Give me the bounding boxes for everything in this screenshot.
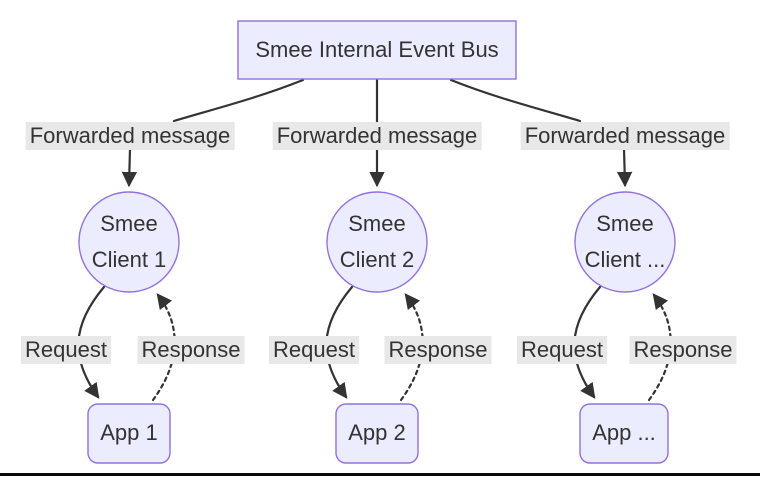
edge-forwarded3-arrow (616, 147, 633, 188)
app-3-label: App ... (592, 420, 656, 445)
forwarded-message-label-2: Forwarded message (272, 122, 482, 150)
response-label-1: Response (137, 336, 245, 364)
smee-client-3-line2: Client ... (584, 247, 666, 272)
forwarded-message-label-3: Forwarded message (520, 122, 730, 150)
response-label-3: Response (629, 336, 737, 364)
smee-client-2-label: Smee Client 2 (340, 206, 415, 278)
bottom-divider (0, 473, 760, 476)
request-label-3: Request (517, 336, 607, 364)
smee-client-3-node (574, 191, 676, 293)
edge-bus-to-client3 (449, 78, 582, 123)
app-3-node (579, 403, 669, 464)
smee-client-3-line1: Smee (596, 211, 654, 236)
request-label-1: Request (21, 336, 111, 364)
event-bus-node (237, 20, 517, 80)
event-bus-label: Smee Internal Event Bus (255, 37, 499, 62)
smee-client-1-node (78, 191, 180, 293)
smee-client-3-label: Smee Client ... (585, 206, 666, 278)
smee-client-2-node (326, 191, 428, 293)
app-2-node (335, 403, 419, 464)
edge-bus-to-client1 (172, 78, 305, 123)
app-1-node (87, 403, 171, 464)
smee-client-1-line2: Client 1 (91, 247, 167, 272)
app-2-label: App 2 (348, 420, 406, 445)
smee-client-2-line1: Smee (348, 211, 406, 236)
smee-client-1-line1: Smee (100, 211, 158, 236)
smee-client-1-label: Smee Client 1 (92, 206, 167, 278)
forwarded-message-label-1: Forwarded message (25, 122, 235, 150)
request-label-2: Request (269, 336, 359, 364)
smee-client-2-line2: Client 2 (339, 247, 415, 272)
response-label-2: Response (384, 336, 492, 364)
edge-forwarded1-arrow (121, 147, 138, 188)
app-1-label: App 1 (100, 420, 158, 445)
